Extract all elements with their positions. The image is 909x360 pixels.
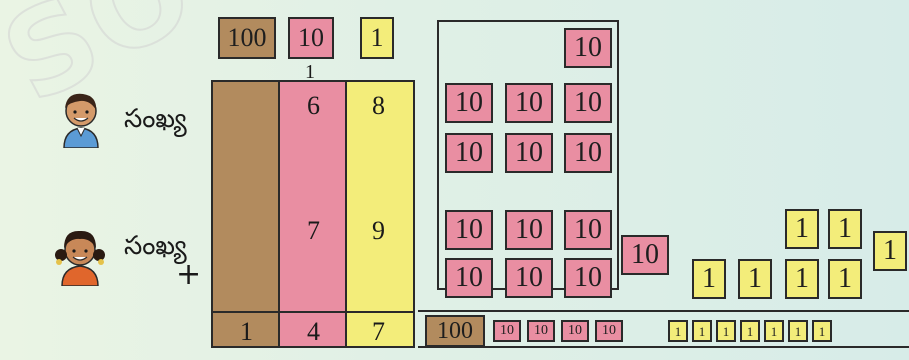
one-block: 1 [828, 209, 862, 249]
ten-block: 10 [505, 210, 553, 250]
ones-column [347, 82, 413, 346]
one-block: 1 [692, 259, 726, 299]
result-one-block: 1 [692, 320, 712, 342]
one-block: 1 [785, 259, 819, 299]
result-row-line [418, 310, 909, 312]
ten-block: 10 [505, 133, 553, 173]
legend-tens-block: 10 [288, 17, 334, 59]
sum-hundreds-digit: 1 [240, 319, 253, 345]
ten-block: 10 [445, 258, 493, 298]
result-one-block: 1 [668, 320, 688, 342]
ten-block: 10 [505, 258, 553, 298]
addend2-tens-digit: 7 [307, 218, 320, 244]
one-block: 1 [873, 231, 907, 271]
result-one-block: 1 [716, 320, 736, 342]
result-one-block: 1 [788, 320, 808, 342]
one-block: 1 [785, 209, 819, 249]
result-ten-block: 10 [595, 320, 623, 342]
result-hundred-block: 100 [425, 315, 485, 347]
one-block: 1 [738, 259, 772, 299]
legend-hundreds-block: 100 [218, 17, 276, 59]
ten-block: 10 [564, 133, 612, 173]
ten-block: 10 [564, 210, 612, 250]
legend-ones-block: 1 [360, 17, 394, 59]
ten-block: 10 [564, 28, 612, 68]
ten-block: 10 [564, 83, 612, 123]
sum-row-divider [213, 311, 413, 313]
tens-column [280, 82, 347, 346]
result-ten-block: 10 [493, 320, 521, 342]
ten-block: 10 [564, 258, 612, 298]
addend2-ones-digit: 9 [372, 218, 385, 244]
number-label-2: సంఖ్య [124, 233, 187, 259]
boy-avatar-icon [50, 86, 112, 148]
result-one-block: 1 [740, 320, 760, 342]
result-ten-block: 10 [561, 320, 589, 342]
girl-avatar-icon [48, 222, 112, 286]
ten-block: 10 [505, 83, 553, 123]
result-ten-block: 10 [527, 320, 555, 342]
number-label-1: సంఖ్య [124, 106, 187, 132]
one-block: 1 [828, 259, 862, 299]
ten-block: 10 [445, 83, 493, 123]
result-one-block: 1 [812, 320, 832, 342]
sum-tens-digit: 4 [307, 319, 320, 345]
result-row-bottom-line [418, 346, 909, 348]
place-value-table [211, 80, 415, 348]
plus-sign: + [176, 260, 201, 290]
carry-digit: 1 [305, 62, 315, 82]
ten-block: 10 [445, 133, 493, 173]
hundreds-column [213, 82, 280, 346]
sum-ones-digit: 7 [372, 319, 385, 345]
carried-ten-block: 10 [621, 235, 669, 275]
ten-block: 10 [445, 210, 493, 250]
result-one-block: 1 [764, 320, 784, 342]
addend1-ones-digit: 8 [372, 93, 385, 119]
addend1-tens-digit: 6 [307, 93, 320, 119]
